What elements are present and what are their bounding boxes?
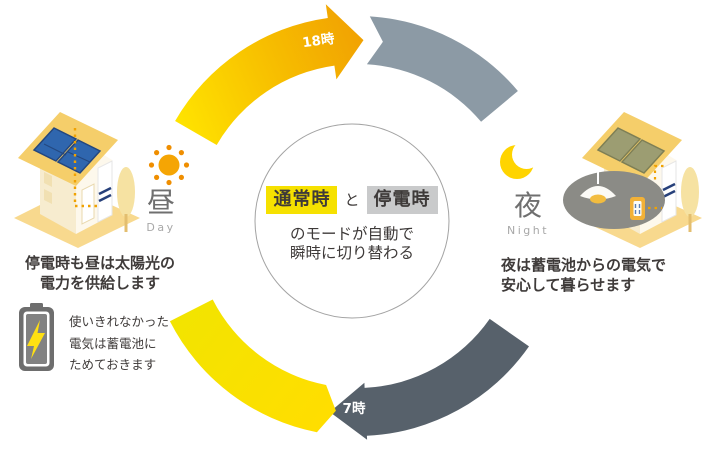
- night-house-illustration: [563, 112, 702, 248]
- connector-text: と: [344, 191, 360, 210]
- day-description-line-1: 停電時も昼は太陽光の: [24, 254, 175, 272]
- night-period-label: 夜 Night: [500, 189, 556, 238]
- solar-flow-dashed-line: [73, 128, 100, 208]
- night-room-zoom-bubble: [563, 171, 665, 229]
- night-english: Night: [506, 224, 550, 237]
- night-description: 夜は蓄電池からの電気で 安心して暮らせます: [501, 255, 710, 296]
- night-kanji: 夜: [513, 189, 542, 222]
- normal-mode-badge: 通常時: [266, 186, 338, 214]
- caption-line-1: のモードが自動で: [289, 224, 414, 243]
- day-kanji: 昼: [146, 186, 175, 219]
- power-outlet-icon: [630, 197, 645, 220]
- night-description-line-2: 安心して暮らせます: [501, 276, 636, 295]
- battery-note-line-2: 電気は蓄電池に: [69, 335, 157, 351]
- evening-time-label: 18時: [301, 30, 336, 51]
- day-to-evening-arrow: [175, 4, 364, 146]
- morning-time-label: 7時: [343, 400, 366, 417]
- night-description-line-1: 夜は蓄電池からの電気で: [501, 256, 667, 274]
- battery-note: 使いきれなかった 電気は蓄電池に ためておきます: [69, 311, 185, 376]
- night-to-morning-arrow: [329, 318, 529, 440]
- day-description-line-2: 電力を供給します: [39, 274, 160, 293]
- day-house-illustration: [14, 112, 140, 248]
- center-circle: [254, 123, 450, 319]
- battery-icon: [19, 303, 54, 371]
- lightning-bolt-icon: [27, 320, 45, 359]
- mode-badges-row: 通常時 と 停電時: [252, 186, 452, 214]
- pendant-lamp-icon: [580, 172, 616, 204]
- battery-note-line-3: ためておきます: [69, 357, 157, 372]
- evening-night-arc: [366, 16, 518, 122]
- mode-switch-caption: 通常時 と 停電時 のモードが自動で 瞬時に切り替わる: [252, 186, 452, 263]
- battery-note-line-1: 使いきれなかった: [69, 314, 170, 329]
- day-description: 停電時も昼は太陽光の 電力を供給します: [14, 253, 186, 294]
- caption-line-2: 瞬時に切り替わる: [289, 243, 414, 262]
- day-english: Day: [146, 221, 176, 234]
- sun-icon: [148, 144, 190, 186]
- morning-day-arc: [169, 299, 336, 433]
- outage-mode-badge: 停電時: [366, 186, 438, 214]
- moon-icon: [500, 140, 541, 179]
- day-period-label: 昼 Day: [133, 186, 189, 235]
